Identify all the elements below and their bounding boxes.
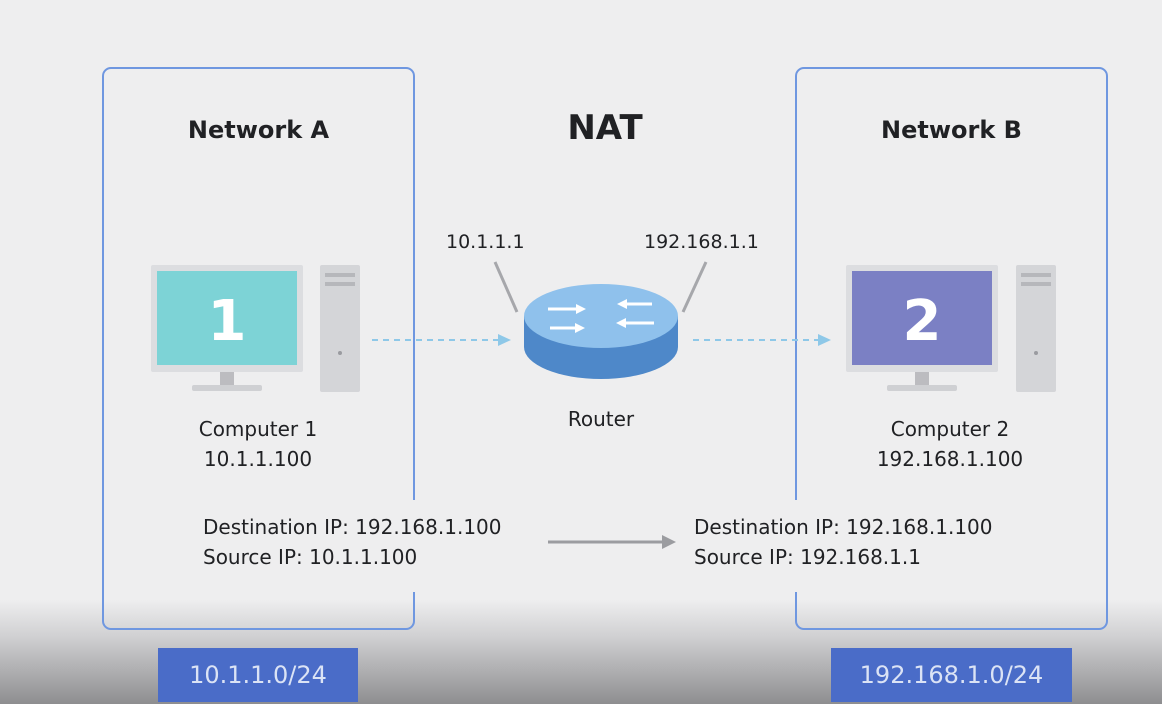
- router-label: Router: [567, 407, 635, 431]
- computer-1-name: Computer 1: [198, 417, 318, 441]
- router-left-ip: 10.1.1.1: [446, 231, 525, 253]
- network-a-subnet: 10.1.1.0/24: [158, 648, 358, 702]
- packet-a-destination: Destination IP: 192.168.1.100: [203, 515, 502, 539]
- router-icon: [524, 284, 678, 379]
- computer-1-monitor-neck: [220, 372, 234, 385]
- packet-b-destination: Destination IP: 192.168.1.100: [694, 515, 993, 539]
- nat-title: NAT: [567, 108, 643, 148]
- computer-1-tower: [320, 265, 360, 392]
- network-a-box: [102, 67, 415, 630]
- network-a-title: Network A: [187, 116, 330, 144]
- computer-1-number: 1: [208, 289, 247, 354]
- computer-2-name: Computer 2: [890, 417, 1010, 441]
- computer-2-number: 2: [903, 289, 942, 354]
- computer-2-icon: [846, 265, 1056, 392]
- network-b-border-gap: [775, 500, 815, 592]
- flow-arrow-left-head: [498, 334, 511, 346]
- computer-2-monitor-base: [887, 385, 957, 391]
- computer-2-monitor-neck: [915, 372, 929, 385]
- translation-arrow-head: [662, 535, 676, 549]
- network-b-subnet: 192.168.1.0/24: [831, 648, 1072, 702]
- network-a-border-gap: [395, 500, 435, 592]
- router-left-ip-line: [493, 261, 519, 313]
- computer-2-tower: [1016, 265, 1056, 392]
- network-b-box: [795, 67, 1108, 630]
- packet-a-source: Source IP: 10.1.1.100: [203, 545, 418, 569]
- computer-1-ip: 10.1.1.100: [203, 447, 313, 471]
- computer-2-ip: 192.168.1.100: [876, 447, 1024, 471]
- router-right-ip: 192.168.1.1: [644, 231, 759, 253]
- packet-b-source: Source IP: 192.168.1.1: [694, 545, 921, 569]
- flow-arrow-right-head: [818, 334, 831, 346]
- computer-1-monitor-base: [192, 385, 262, 391]
- computer-1-screen: [157, 271, 297, 365]
- computer-1-icon: [151, 265, 360, 392]
- router-right-ip-line: [681, 261, 708, 313]
- network-b-title: Network B: [881, 116, 1022, 144]
- computer-2-screen: [852, 271, 992, 365]
